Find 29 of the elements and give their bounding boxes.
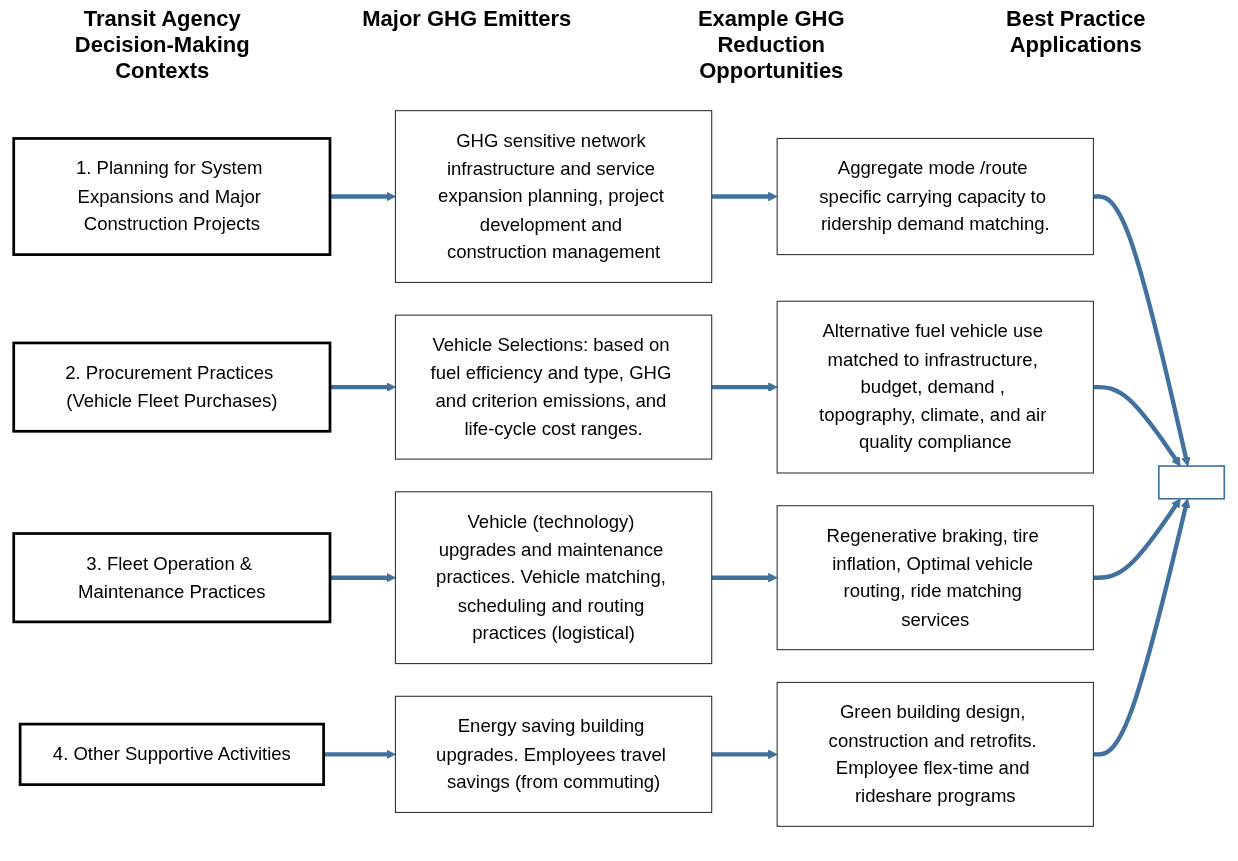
arrow [711, 382, 778, 392]
node-box: 3. Fleet Operation & Maintenance Practices [12, 532, 332, 624]
arrow [711, 572, 778, 583]
arrow [1093, 194, 1191, 467]
arrow [330, 382, 396, 392]
node-box: Regenerative braking, tire inflation, Optimal vehicle routing, ride matching services [776, 505, 1094, 651]
node-box [1158, 465, 1226, 500]
column-heading: Transit Agency Decision-Making Contexts [73, 6, 251, 85]
arrow [323, 749, 396, 760]
arrow [330, 191, 396, 202]
arrow [711, 749, 778, 760]
node-box: Vehicle Selections: based on fuel efficiency and type, GHG and criterion emissions, and life-cycle cost ranges. [394, 314, 713, 460]
arrow [330, 572, 396, 583]
node-box: Vehicle (technology) upgrades and maintenance practices. Vehicle matching, scheduling and routing practices (logistical) [394, 491, 713, 665]
column-heading: Example GHG Reduction Opportunities [696, 6, 846, 85]
node-box: Aggregate mode /route specific carrying capacity to ridership demand matching. [776, 137, 1094, 256]
column-heading: Best Practice Applications [1005, 6, 1147, 59]
arrow [711, 191, 778, 202]
node-box: 1. Planning for System Expansions and Major Construction Projects [12, 137, 332, 256]
arrow [1093, 498, 1181, 580]
node-box: 2. Procurement Practices (Vehicle Fleet Purchases) [12, 341, 332, 433]
node-box: GHG sensitive network infrastructure and service expansion planning, project development and construction management [394, 110, 713, 283]
node-box: Green building design, construction and retrofits. Employee flex-time and rideshare programs [776, 681, 1094, 827]
node-box: Energy saving building upgrades. Employees travel savings (from commuting) [394, 695, 713, 813]
node-box: 4. Other Supportive Activities [18, 722, 325, 786]
column-heading: Major GHG Emitters [361, 6, 573, 33]
node-box: Alternative fuel vehicle use matched to infrastructure, budget, demand , topography, climate, and air quality compliance [776, 300, 1094, 474]
arrow [1093, 384, 1181, 467]
arrow [1093, 498, 1191, 757]
